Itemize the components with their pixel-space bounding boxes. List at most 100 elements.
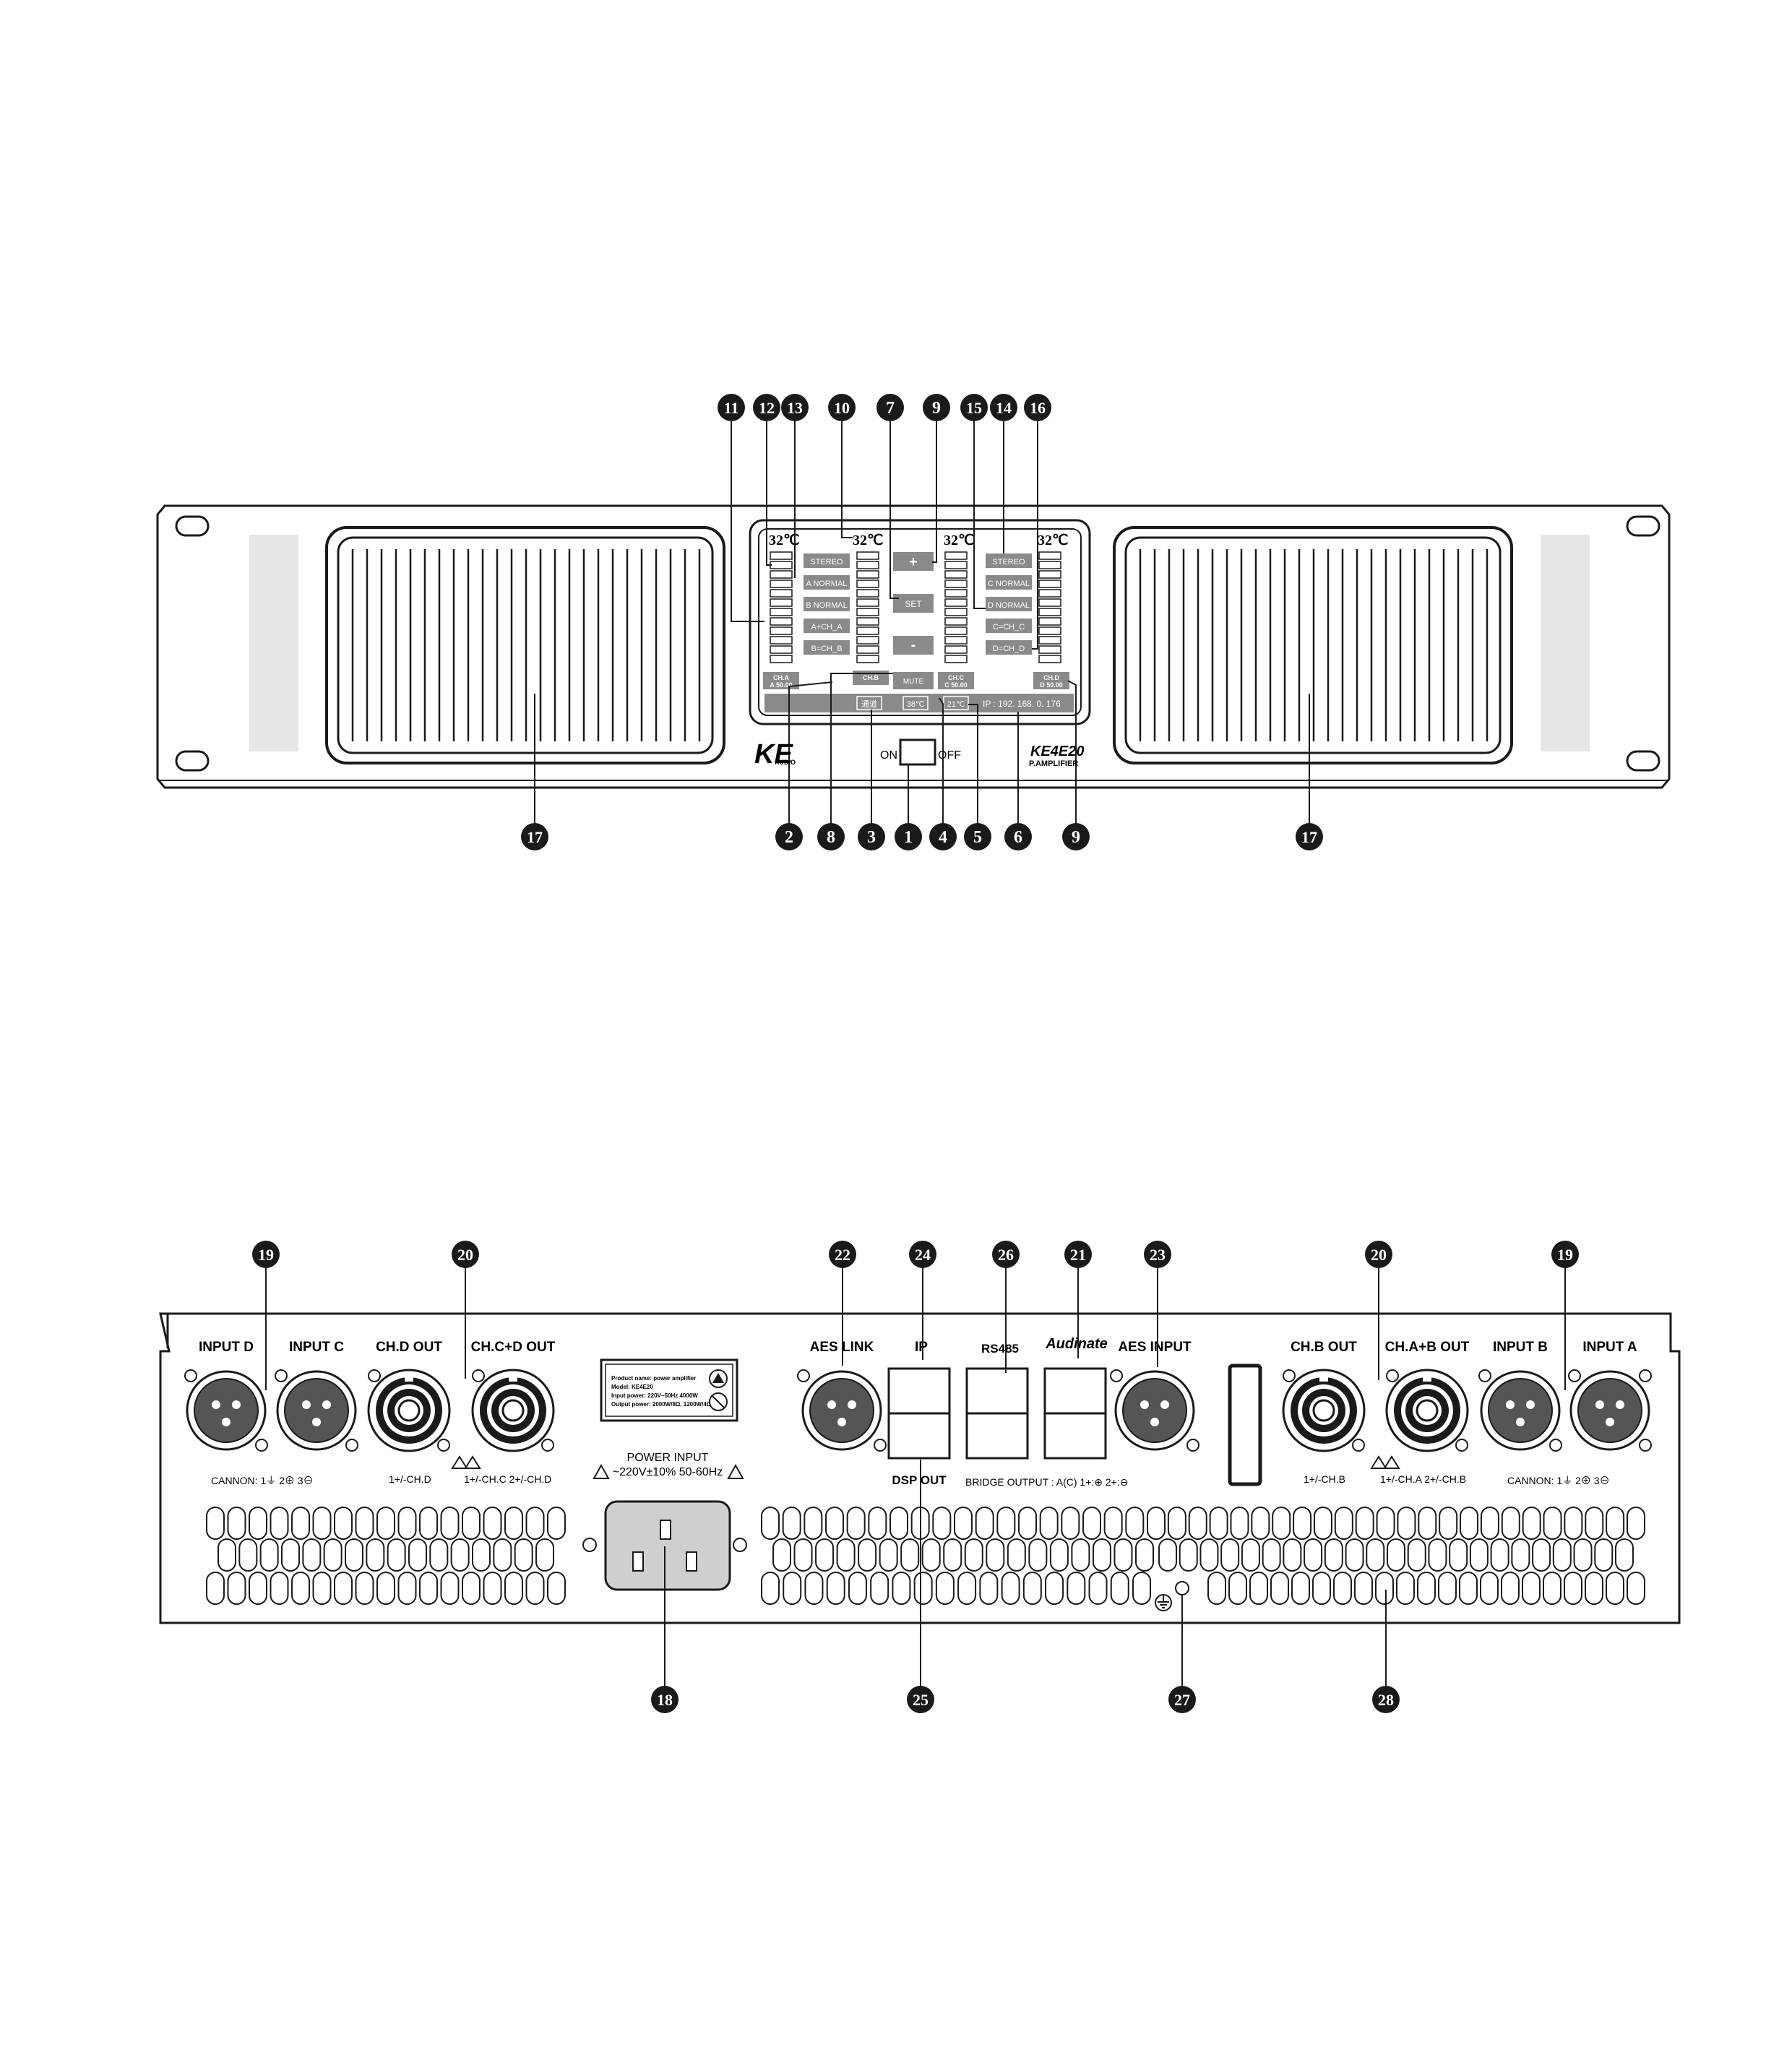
callout-badge: 18 [651,1686,679,1713]
vent-slot [1028,1538,1048,1572]
vent-slot [954,1507,973,1540]
mode-button-stereo-right[interactable]: STEREO [986,553,1032,568]
plus-button[interactable]: + [893,552,934,571]
mode-button-c-ch-c[interactable]: C=CH_C [986,619,1032,633]
svg-text:+: + [909,554,918,570]
rj45-ip-port[interactable] [887,1367,951,1415]
vent-slot [227,1507,246,1540]
vent-slot [1241,1538,1260,1572]
mute-button[interactable]: MUTE [893,672,934,689]
vent-slot [1573,1538,1593,1572]
vent-slot [334,1572,353,1605]
svg-text:A+CH_A: A+CH_A [811,623,843,632]
vent-slot [1615,1538,1634,1572]
chb-pinout: 1+/-CH.B [1304,1473,1345,1485]
vent-slot [1428,1538,1447,1572]
vent-slot [355,1507,374,1540]
vent-slot [493,1538,512,1572]
control-display: 32℃ 32℃ 32℃ 32℃ STEREO A NORMAL B NORMAL… [749,519,1091,725]
mode-button-c-normal[interactable]: C NORMAL [986,575,1032,590]
mode-button-b-normal[interactable]: B NORMAL [804,597,850,611]
vent-slot [943,1538,962,1572]
vent-slot [408,1538,427,1572]
callout-badge: 11 [718,394,745,421]
speakon-chd-out[interactable] [367,1369,451,1452]
vent-slot [302,1538,322,1572]
vent-slot [376,1507,395,1540]
vent-slot [483,1572,502,1605]
callout-badge: 20 [452,1241,479,1268]
level-meter-segment [770,570,793,579]
set-button[interactable]: SET [893,594,934,613]
level-meter-segment [770,617,793,626]
level-meter-segment [856,655,879,663]
mode-button-d-ch-d[interactable]: D=CH_D [986,640,1032,655]
mode-button-d-normal[interactable]: D NORMAL [986,597,1032,611]
speakon-chab-out[interactable] [1385,1369,1469,1452]
status-temp-2: 21℃ [947,700,965,709]
svg-text:14: 14 [996,399,1012,417]
vent-slot [804,1572,824,1605]
vent-slot [1324,1538,1343,1572]
vent-slot [1627,1572,1645,1605]
vent-slot [921,1538,941,1572]
front-panel: 32℃ 32℃ 32℃ 32℃ STEREO A NORMAL B NORMAL… [156,421,1671,824]
vent-slot [870,1572,889,1605]
vent-slot [1135,1538,1154,1572]
svg-text:A 50.00: A 50.00 [770,681,792,689]
vent-slot [1061,1507,1080,1540]
svg-text:STEREO: STEREO [810,558,843,566]
svg-text:5: 5 [973,828,982,847]
callout-badge: 19 [1551,1241,1579,1268]
iec-power-inlet[interactable] [604,1500,731,1591]
vent-slot [1354,1572,1373,1605]
level-meter-segment [770,580,793,588]
level-meter-segment [944,636,968,645]
label-dante: Audinate [1045,1336,1108,1352]
svg-text:MUTE: MUTE [903,678,924,686]
level-meter-segment [770,655,793,663]
status-temp-1: 38℃ [907,700,925,709]
vent-slot [1092,1538,1111,1572]
callout-badge: 5 [964,823,991,850]
vent-slot [1334,1507,1353,1540]
vent-slot [826,1572,845,1605]
label-input-c: INPUT C [289,1340,344,1355]
label-rs485: RS485 [981,1342,1019,1356]
power-switch[interactable] [899,738,936,766]
mode-button-a-ch-a[interactable]: A+CH_A [804,619,850,633]
rj45-dsp-out-port[interactable] [887,1412,951,1460]
svg-text:A NORMAL: A NORMAL [806,580,848,588]
svg-text:16: 16 [1030,399,1046,417]
callout-badge: 14 [990,394,1017,421]
svg-text:4: 4 [939,828,947,847]
vent-slot [1585,1507,1604,1540]
mode-button-a-normal[interactable]: A NORMAL [804,575,850,590]
vent-slot [312,1572,332,1605]
rj45-dante-port-1[interactable] [1043,1367,1107,1415]
vent-slot [387,1538,406,1572]
mode-button-stereo-left[interactable]: STEREO [804,553,850,568]
channel-d-readout: CH.DD 50.00 [1033,672,1069,689]
speakon-chb-out[interactable] [1282,1369,1366,1452]
callout-badge: 12 [753,394,780,421]
level-meter-segment [856,608,879,616]
vent-slot [1480,1507,1499,1540]
level-meter-segment [856,598,879,607]
vent-slot [1125,1507,1145,1540]
minus-button[interactable]: - [893,636,934,655]
mode-button-b-ch-b[interactable]: B=CH_B [804,640,850,655]
vent-slot [783,1572,802,1605]
rj45-rs485-port-2[interactable] [965,1412,1029,1460]
rj45-dante-port-2[interactable] [1043,1412,1107,1460]
rj45-rs485-port-1[interactable] [965,1367,1029,1415]
vent-slot [1418,1507,1437,1540]
svg-text:Product name: power amplifier: Product name: power amplifier [611,1375,696,1382]
vent-slot [1585,1572,1603,1605]
dsp-out-label: DSP OUT [892,1473,947,1487]
callout-badge: 8 [817,823,845,850]
speakon-chcd-out[interactable] [471,1369,555,1452]
vent-slot [1543,1507,1562,1540]
label-input-d: INPUT D [199,1340,254,1355]
vent-slot [1251,1507,1270,1540]
